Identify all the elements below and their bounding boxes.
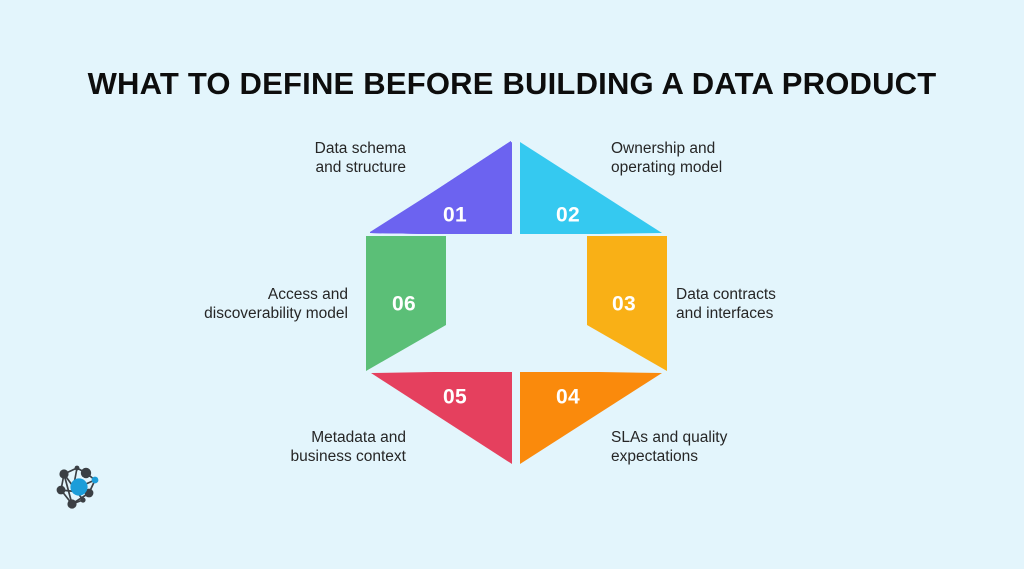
hex-segment-06-number: 06 bbox=[392, 293, 416, 316]
hex-label-01-line1: Data schema bbox=[314, 140, 406, 157]
hex-segment-04-number: 04 bbox=[556, 386, 580, 409]
hex-label-01: Data schema and structure bbox=[315, 140, 406, 178]
hex-segment-01-number: 01 bbox=[443, 204, 467, 227]
brand-logo bbox=[52, 460, 106, 514]
hex-segment-03[interactable]: 03 bbox=[587, 236, 667, 371]
hex-label-02-line2: operating model bbox=[611, 158, 723, 176]
network-graph-accent bbox=[70, 476, 99, 496]
hex-segment-06-shape bbox=[366, 236, 446, 371]
hex-segment-01[interactable]: 01 bbox=[370, 141, 512, 234]
hex-segment-02-shape bbox=[520, 142, 662, 234]
hex-label-03-line2: and interfaces bbox=[676, 304, 774, 322]
hex-segment-02[interactable]: 02 bbox=[520, 142, 662, 234]
hex-label-06-line2: discoverability model bbox=[204, 304, 348, 322]
hex-label-04: SLAs and quality expectations bbox=[611, 429, 727, 467]
hex-label-04-line1: SLAs and quality bbox=[611, 429, 728, 446]
hex-segment-03-number: 03 bbox=[612, 293, 636, 316]
network-graph-accent-node bbox=[91, 476, 99, 484]
hex-segment-04-shape bbox=[520, 372, 662, 464]
network-graph-icon bbox=[56, 465, 99, 509]
hex-segment-01-final bbox=[371, 142, 512, 234]
hex-label-05: Metadata and business context bbox=[291, 429, 406, 467]
hex-label-06-line1: Access and bbox=[267, 286, 348, 303]
hex-segment-06[interactable]: 06 bbox=[366, 236, 446, 371]
hex-label-02: Ownership and operating model bbox=[611, 140, 722, 178]
page-title: What to define before building a data pr… bbox=[87, 65, 937, 101]
hex-label-05-line1: Metadata and bbox=[311, 429, 406, 446]
network-graph-hub-node bbox=[70, 478, 88, 496]
hex-label-03: Data contracts and interfaces bbox=[676, 286, 776, 324]
hex-label-06: Access and discoverability model bbox=[204, 286, 348, 324]
network-graph-nodes bbox=[56, 465, 94, 509]
hex-segment-05-number: 05 bbox=[443, 386, 467, 409]
hex-label-01-line2: and structure bbox=[315, 158, 406, 176]
hex-label-03-line1: Data contracts bbox=[676, 286, 776, 303]
hex-label-04-line2: expectations bbox=[611, 447, 699, 465]
hex-segment-03-shape bbox=[587, 236, 667, 371]
hex-segment-05[interactable]: 05 bbox=[371, 372, 512, 464]
hex-segment-02-number: 02 bbox=[556, 204, 580, 227]
hex-label-05-line2: business context bbox=[290, 447, 406, 465]
hex-label-02-line1: Ownership and bbox=[611, 140, 716, 157]
hex-segment-05-shape bbox=[371, 372, 512, 464]
hex-segment-04[interactable]: 04 bbox=[520, 372, 662, 464]
